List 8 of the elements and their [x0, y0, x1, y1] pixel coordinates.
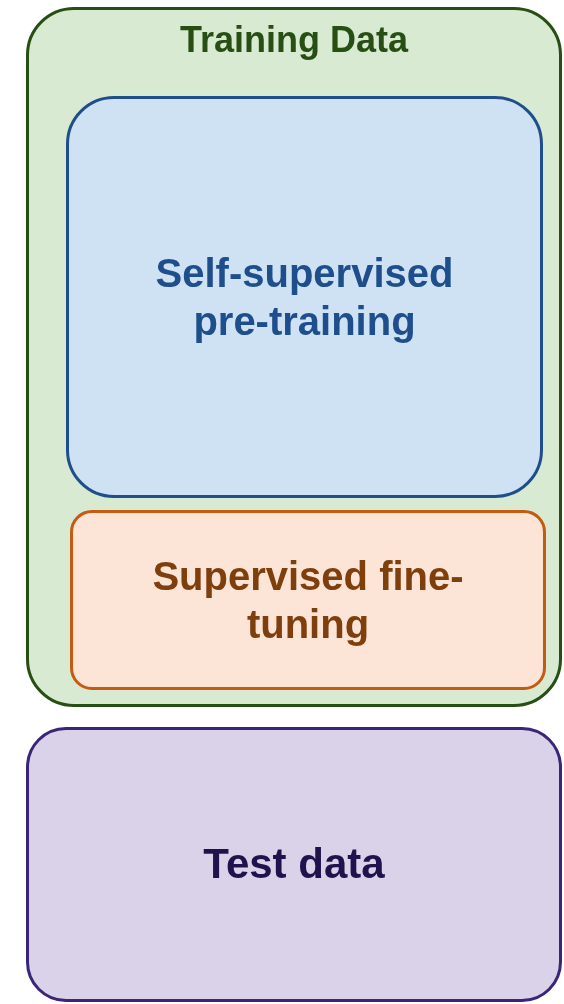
box-label: Test data: [203, 839, 385, 890]
process-box: [70, 510, 546, 690]
process-box: [66, 96, 543, 498]
group-heading: Training Data: [179, 18, 408, 62]
box-label: Supervised fine-tuning: [151, 553, 465, 648]
data-box: [26, 727, 562, 1002]
group-box: [26, 7, 562, 707]
box-label: Self-supervised pre-training: [154, 250, 455, 345]
